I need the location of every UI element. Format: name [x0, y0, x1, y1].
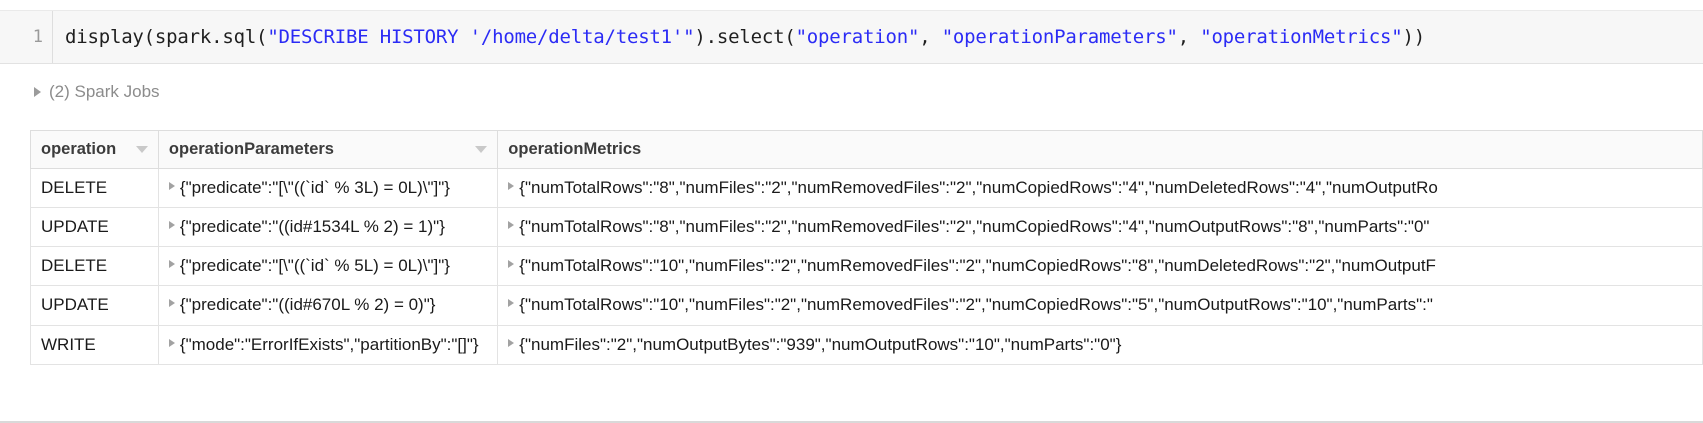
code-string-token: "operation" [795, 26, 920, 48]
cell-operation-parameters: {"mode":"ErrorIfExists","partitionBy":"[… [157, 324, 499, 365]
json-value: {"numTotalRows":"8","numFiles":"2","numR… [519, 178, 1438, 197]
column-header-operationmetrics[interactable]: operationMetrics [497, 130, 1703, 169]
expand-triangle-icon[interactable] [508, 182, 515, 190]
code-string-token: "operationMetrics" [1200, 26, 1403, 48]
column-header-operation-label: operation [41, 140, 117, 158]
code-token: ).select( [694, 26, 796, 48]
table-row[interactable]: DELETE {"predicate":"[\"((`id` % 5L) = 0… [30, 246, 1703, 287]
code-string-token: "operationParameters" [941, 26, 1178, 48]
code-token: display(spark.sql( [65, 26, 268, 48]
expand-triangle-icon[interactable] [168, 182, 175, 190]
table-header: operation operationParameters operationM… [30, 130, 1703, 169]
expand-triangle-icon[interactable] [168, 338, 175, 347]
cell-operation-metrics: {"numFiles":"2","numOutputBytes":"939","… [497, 324, 1703, 365]
code-line: display(spark.sql("DESCRIBE HISTORY '/ho… [65, 26, 1425, 48]
json-value: {"numFiles":"2","numOutputBytes":"939","… [519, 334, 1122, 354]
cell-operation-metrics: {"numTotalRows":"8","numFiles":"2","numR… [497, 207, 1703, 248]
table-row[interactable]: UPDATE {"predicate":"((id#670L % 2) = 0)… [30, 285, 1703, 326]
spark-jobs-toggle[interactable]: (2) Spark Jobs [34, 80, 160, 104]
expand-triangle-icon[interactable] [508, 338, 515, 347]
code-cell-inner: 1 display(spark.sql("DESCRIBE HISTORY '/… [0, 10, 1703, 64]
cell-operation-metrics: {"numTotalRows":"10","numFiles":"2","num… [497, 285, 1703, 326]
expand-triangle-icon[interactable] [508, 299, 515, 308]
result-table: operation operationParameters operationM… [30, 130, 1703, 365]
chevron-down-icon[interactable] [135, 146, 148, 153]
cell-operation-metrics: {"numTotalRows":"8","numFiles":"2","numR… [497, 167, 1703, 209]
result-table-container[interactable]: operation operationParameters operationM… [30, 130, 1703, 365]
table-row[interactable]: UPDATE {"predicate":"((id#1534L % 2) = 1… [30, 207, 1703, 248]
cell-operation-metrics: {"numTotalRows":"10","numFiles":"2","num… [497, 246, 1703, 287]
json-value: {"predicate":"[\"((`id` % 5L) = 0L)\"]"} [179, 256, 450, 276]
chevron-right-icon[interactable] [34, 87, 41, 97]
cell-operation: WRITE [30, 324, 159, 365]
column-header-operationmetrics-label: operationMetrics [508, 140, 642, 158]
code-token: , [1177, 26, 1201, 48]
expand-triangle-icon[interactable] [168, 260, 175, 269]
cell-operation-parameters: {"predicate":"[\"((`id` % 5L) = 0L)\"]"} [157, 246, 499, 287]
chevron-down-icon[interactable] [475, 146, 488, 153]
json-value: {"predicate":"((id#1534L % 2) = 1)"} [179, 217, 445, 237]
column-header-operation[interactable]: operation [30, 130, 159, 169]
json-value: {"predicate":"[\"((`id` % 3L) = 0L)\"]"} [179, 178, 450, 197]
table-row[interactable]: WRITE {"mode":"ErrorIfExists","partition… [30, 324, 1703, 365]
notebook-code-cell[interactable]: 1 display(spark.sql("DESCRIBE HISTORY '/… [0, 10, 1703, 64]
cell-operation-parameters: {"predicate":"[\"((`id` % 3L) = 0L)\"]"} [157, 167, 499, 209]
line-number: 1 [0, 11, 52, 63]
code-string-token: "DESCRIBE HISTORY '/home/delta/test1'" [267, 26, 695, 48]
code-token: )) [1402, 26, 1426, 48]
table-body: DELETE {"predicate":"[\"((`id` % 3L) = 0… [30, 167, 1703, 365]
spark-jobs-label: (2) Spark Jobs [49, 82, 160, 101]
json-value: {"numTotalRows":"8","numFiles":"2","numR… [519, 217, 1430, 237]
cell-operation: UPDATE [30, 285, 159, 326]
cell-operation-parameters: {"predicate":"((id#670L % 2) = 0)"} [157, 285, 499, 326]
cell-operation: DELETE [30, 167, 159, 209]
json-value: {"numTotalRows":"10","numFiles":"2","num… [519, 295, 1433, 315]
code-token: , [919, 26, 942, 48]
column-header-operationparameters[interactable]: operationParameters [157, 130, 499, 169]
table-row[interactable]: DELETE {"predicate":"[\"((`id` % 3L) = 0… [30, 167, 1703, 209]
cell-operation-parameters: {"predicate":"((id#1534L % 2) = 1)"} [157, 207, 499, 248]
expand-triangle-icon[interactable] [508, 260, 515, 269]
code-editor[interactable]: display(spark.sql("DESCRIBE HISTORY '/ho… [52, 11, 1703, 63]
json-value: {"mode":"ErrorIfExists","partitionBy":"[… [179, 334, 479, 354]
expand-triangle-icon[interactable] [168, 221, 175, 230]
expand-triangle-icon[interactable] [168, 299, 175, 308]
cell-operation: DELETE [30, 246, 159, 287]
cell-operation: UPDATE [30, 207, 159, 248]
column-header-operationparameters-label: operationParameters [168, 140, 334, 158]
json-value: {"predicate":"((id#670L % 2) = 0)"} [179, 295, 436, 315]
json-value: {"numTotalRows":"10","numFiles":"2","num… [519, 256, 1436, 276]
expand-triangle-icon[interactable] [508, 221, 515, 230]
table-header-row: operation operationParameters operationM… [30, 130, 1703, 169]
